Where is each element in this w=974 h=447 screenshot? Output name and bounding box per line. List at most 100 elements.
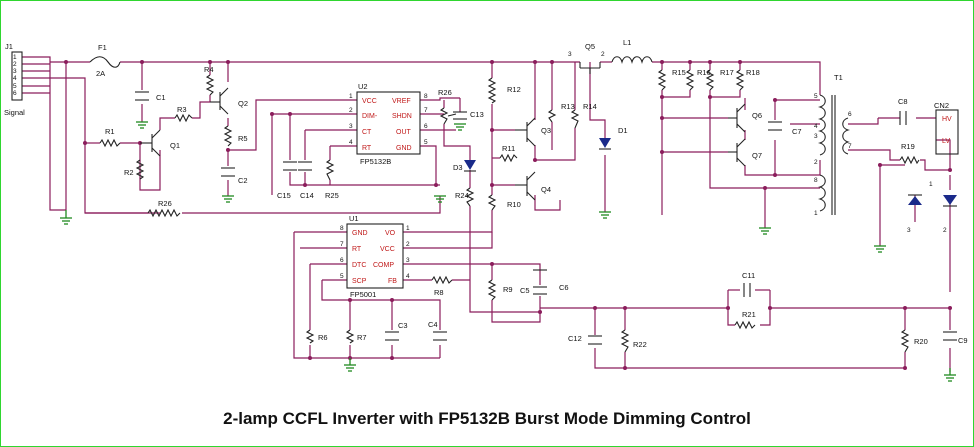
svg-text:VCC: VCC bbox=[380, 246, 395, 253]
ground-symbol bbox=[136, 121, 148, 129]
wires bbox=[22, 56, 951, 372]
diode-d1: D1 bbox=[599, 126, 628, 150]
svg-text:RT: RT bbox=[352, 246, 362, 253]
svg-text:2: 2 bbox=[943, 227, 947, 234]
svg-text:R4: R4 bbox=[204, 65, 214, 74]
capacitor-c1: C1 bbox=[135, 91, 166, 102]
resistor-r12 bbox=[487, 77, 497, 104]
diode-output-b: 21 bbox=[929, 181, 957, 234]
ground-symbol bbox=[434, 195, 446, 203]
svg-text:3: 3 bbox=[349, 123, 353, 130]
capacitor-c9: C9 bbox=[943, 331, 968, 345]
svg-text:8: 8 bbox=[340, 225, 344, 232]
svg-text:7: 7 bbox=[424, 107, 428, 114]
resistor-r20 bbox=[900, 329, 910, 353]
svg-text:C5: C5 bbox=[520, 286, 530, 295]
resistor-r6 bbox=[305, 329, 315, 344]
resistor-r10 bbox=[487, 194, 497, 211]
svg-text:D1: D1 bbox=[618, 126, 628, 135]
svg-text:R15: R15 bbox=[672, 68, 686, 77]
svg-text:Q5: Q5 bbox=[585, 42, 595, 51]
capacitor-c7: C7 bbox=[768, 121, 802, 136]
capacitor-c13: C13 bbox=[453, 110, 484, 120]
fuse-f1: F1 2A bbox=[89, 43, 121, 78]
svg-text:2: 2 bbox=[406, 241, 410, 248]
svg-text:7: 7 bbox=[848, 143, 852, 150]
svg-text:5: 5 bbox=[340, 273, 344, 280]
svg-text:2: 2 bbox=[349, 107, 353, 114]
svg-text:6: 6 bbox=[424, 123, 428, 130]
svg-text:6: 6 bbox=[340, 257, 344, 264]
resistor-r13 bbox=[547, 109, 557, 123]
connector-j1: J1 Signal 1 2 3 4 5 6 bbox=[4, 42, 25, 117]
ground-symbol bbox=[759, 227, 771, 235]
resistor-r17 bbox=[705, 69, 715, 91]
resistor-r26 bbox=[439, 107, 449, 125]
svg-text:7: 7 bbox=[340, 241, 344, 248]
ic-u1: U1 FP5001 GND RT DTC SCP VO VCC COMP FB … bbox=[340, 214, 410, 299]
resistor-r1 bbox=[99, 138, 121, 148]
capacitor-c6: C6 bbox=[533, 269, 569, 292]
svg-text:R20: R20 bbox=[914, 337, 928, 346]
svg-text:R5: R5 bbox=[238, 134, 248, 143]
svg-text:R19: R19 bbox=[901, 142, 915, 151]
resistor-r3 bbox=[174, 113, 193, 123]
svg-text:Signal: Signal bbox=[4, 108, 25, 117]
resistor-r21 bbox=[734, 320, 756, 330]
svg-text:R8: R8 bbox=[434, 288, 444, 297]
resistors: R1 R3 R26 R8 R11 R21 R19 R2 R4 R5 R6 R7 … bbox=[99, 65, 928, 353]
svg-text:COMP: COMP bbox=[373, 262, 394, 269]
resistor-r11 bbox=[499, 153, 518, 163]
svg-text:C8: C8 bbox=[898, 97, 908, 106]
resistor-r8 bbox=[431, 275, 453, 285]
svg-text:R9: R9 bbox=[503, 285, 513, 294]
svg-text:C4: C4 bbox=[428, 320, 438, 329]
transistor-q4: Q4 bbox=[515, 171, 551, 201]
svg-text:8: 8 bbox=[814, 177, 818, 184]
svg-text:2: 2 bbox=[814, 159, 818, 166]
svg-text:J1: J1 bbox=[5, 42, 13, 51]
svg-text:SHDN: SHDN bbox=[392, 113, 412, 120]
svg-text:1: 1 bbox=[406, 225, 410, 232]
svg-text:LV: LV bbox=[942, 138, 950, 145]
capacitor-c14: C14 bbox=[298, 161, 314, 200]
svg-text:4: 4 bbox=[406, 273, 410, 280]
svg-text:R26: R26 bbox=[158, 199, 172, 208]
svg-text:5: 5 bbox=[424, 139, 428, 146]
ground-symbol bbox=[454, 123, 466, 131]
ground-symbol bbox=[222, 195, 234, 203]
junctions bbox=[64, 60, 952, 370]
svg-text:FP5132B: FP5132B bbox=[360, 157, 391, 166]
svg-text:U2: U2 bbox=[358, 82, 368, 91]
svg-text:C12: C12 bbox=[568, 334, 582, 343]
svg-text:C7: C7 bbox=[792, 127, 802, 136]
capacitor-c4: C4 bbox=[428, 320, 447, 341]
svg-text:Q6: Q6 bbox=[752, 111, 762, 120]
svg-text:FP5001: FP5001 bbox=[350, 290, 376, 299]
svg-text:3: 3 bbox=[907, 227, 911, 234]
resistor-r7 bbox=[345, 329, 355, 344]
resistor-r24 bbox=[465, 187, 475, 207]
svg-text:4: 4 bbox=[13, 75, 17, 82]
svg-text:DTC: DTC bbox=[352, 262, 366, 269]
resistor-r22 bbox=[620, 329, 630, 353]
transistor-q7: Q7 bbox=[728, 138, 762, 167]
svg-text:GND: GND bbox=[396, 145, 412, 152]
svg-text:R10: R10 bbox=[507, 200, 521, 209]
capacitor-c11: C11 bbox=[742, 271, 755, 297]
svg-text:R25: R25 bbox=[325, 191, 339, 200]
svg-text:L1: L1 bbox=[623, 38, 631, 47]
svg-text:C14: C14 bbox=[300, 191, 314, 200]
transistor-q3: Q3 bbox=[515, 117, 551, 147]
svg-text:F1: F1 bbox=[98, 43, 107, 52]
ground-symbol bbox=[60, 210, 72, 225]
svg-text:C1: C1 bbox=[156, 93, 166, 102]
svg-text:4: 4 bbox=[349, 139, 353, 146]
svg-text:OUT: OUT bbox=[396, 129, 412, 136]
svg-text:R21: R21 bbox=[742, 310, 756, 319]
svg-text:R3: R3 bbox=[177, 105, 187, 114]
svg-text:R1: R1 bbox=[105, 127, 115, 136]
svg-text:1: 1 bbox=[13, 54, 17, 61]
